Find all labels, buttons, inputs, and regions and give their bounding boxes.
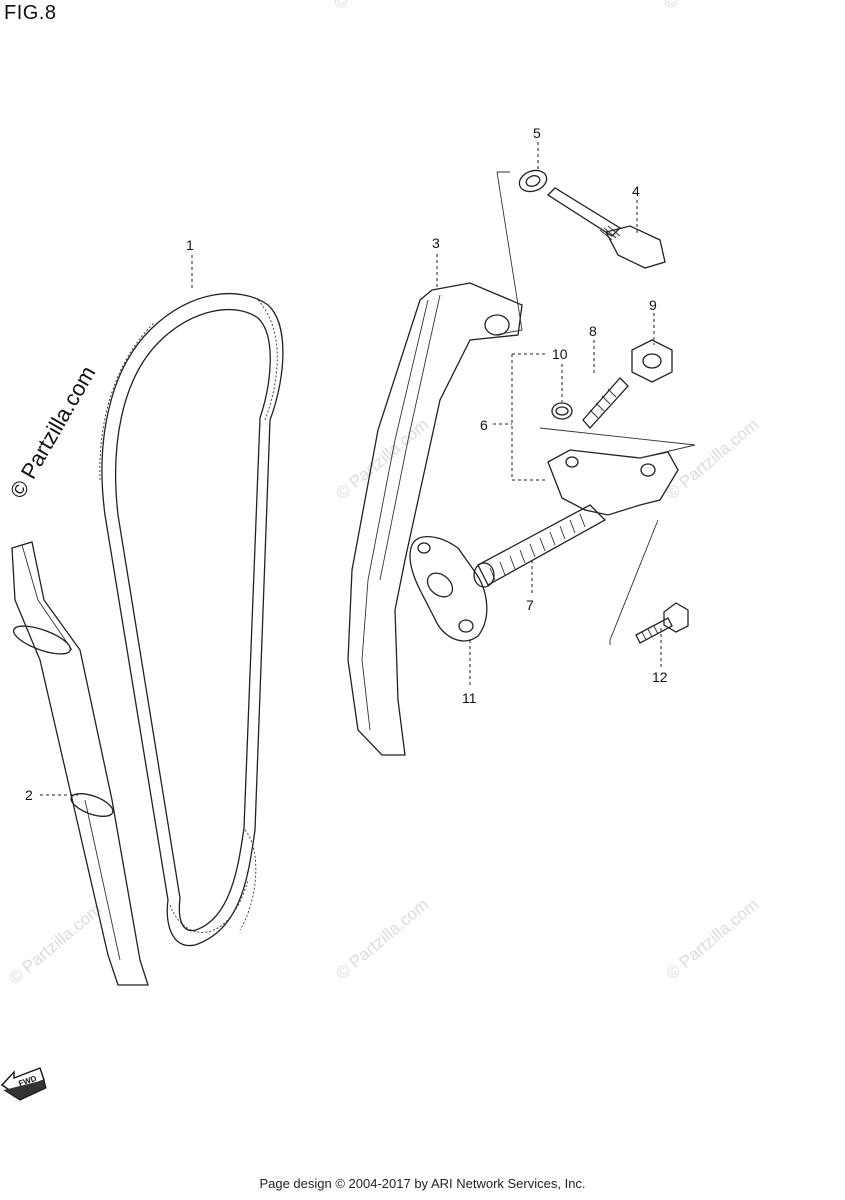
callout-11: 11 [462,690,477,706]
watermark-7: © Partzilla.com [660,0,760,13]
chain-tensioner [473,449,679,588]
callout-6: 6 [480,417,488,433]
watermark-5: © Partzilla.com [662,895,762,983]
callout-3: 3 [432,235,440,251]
callout-5: 5 [533,125,541,141]
callout-8: 8 [589,323,597,339]
callout-1: 1 [186,237,194,253]
watermark-6: © Partzilla.com [330,0,430,13]
lead-lines [40,142,696,796]
watermark-2: © Partzilla.com [662,415,762,503]
callout-2: 2 [25,787,33,803]
partzilla-side-watermark: © Partzilla.com [5,362,101,503]
watermark-4: © Partzilla.com [332,895,432,983]
gasket [409,536,488,642]
cap-nut [631,339,673,383]
chain-guide [11,541,149,986]
forward-arrow-icon: FWD [0,1067,47,1101]
callout-7: 7 [526,597,534,613]
cam-chain [99,293,284,947]
o-ring [551,402,573,420]
watermark-1: © Partzilla.com [332,415,432,503]
washer [518,169,548,193]
callout-9: 9 [649,297,657,313]
tensioner-guide [347,282,523,756]
pivot-bolt [546,187,666,269]
watermark-3: © Partzilla.com [5,900,105,988]
callout-4: 4 [632,183,640,199]
adjuster-screw [582,377,629,429]
figure-title: FIG.8 [4,2,57,24]
callout-10: 10 [552,346,568,362]
callout-12: 12 [652,669,668,685]
tensioner-bolt [635,602,689,644]
page-footer: Page design © 2004-2017 by ARI Network S… [259,1176,586,1191]
callout-labels: 1 2 3 4 5 6 7 8 9 10 11 12 [25,125,668,803]
